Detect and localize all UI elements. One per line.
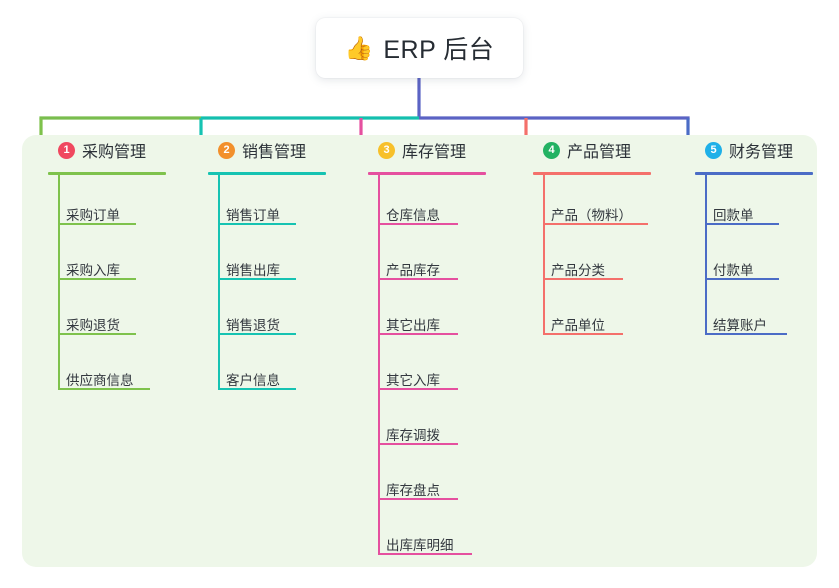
leaf-label[interactable]: 库存调拨 <box>386 428 440 443</box>
leaf-underline <box>543 223 648 225</box>
leaf-label[interactable]: 供应商信息 <box>66 373 134 388</box>
leaf-connector <box>378 443 380 498</box>
branch-underline <box>48 172 166 175</box>
branch-header-2[interactable]: 2 销售管理 <box>200 135 326 175</box>
branch-column-4: 4 产品管理产品（物料） 产品分类产品单位 <box>525 135 651 335</box>
leaf-connector <box>705 278 707 333</box>
branch-index-badge: 5 <box>705 141 722 159</box>
leaf-underline <box>705 333 787 335</box>
leaf-connector <box>58 173 60 223</box>
leaf-label[interactable]: 付款单 <box>713 263 754 278</box>
branch-header-5[interactable]: 5 财务管理 <box>687 135 813 175</box>
branch-header-row: 4 产品管理 <box>525 135 631 165</box>
branch-panel: 1 采购管理采购订单采购入库采购退货供应商信息 2 销售管理销售订单销售出库销售退货客… <box>22 135 817 567</box>
branch-column-2: 2 销售管理销售订单销售出库销售退货客户信息 <box>200 135 326 390</box>
leaf-label[interactable]: 采购退货 <box>66 318 120 333</box>
leaf-underline <box>378 498 458 500</box>
leaf-connector <box>378 278 380 333</box>
leaf-connector <box>705 173 707 223</box>
leaf-label[interactable]: 库存盘点 <box>386 483 440 498</box>
leaf-connector <box>58 223 60 278</box>
branch-underline <box>208 172 326 175</box>
leaf-underline <box>378 388 458 390</box>
leaf-label[interactable]: 其它出库 <box>386 318 440 333</box>
root-node[interactable]: 👍 ERP 后台 <box>316 18 523 78</box>
branch-header-row: 1 采购管理 <box>40 135 146 165</box>
leaf-underline <box>378 278 458 280</box>
branch-header-3[interactable]: 3 库存管理 <box>360 135 486 175</box>
leaf-underline <box>218 223 296 225</box>
leaf-connector <box>218 278 220 333</box>
leaf-underline <box>543 333 623 335</box>
leaf-connector <box>378 173 380 223</box>
branch-title: 库存管理 <box>402 144 467 161</box>
branch-column-1: 1 采购管理采购订单采购入库采购退货供应商信息 <box>40 135 166 390</box>
leaf-underline <box>705 223 779 225</box>
leaf-connector <box>378 223 380 278</box>
leaf-connector <box>705 223 707 278</box>
leaf-underline <box>705 278 779 280</box>
leaf-underline <box>378 223 458 225</box>
leaf-label[interactable]: 采购订单 <box>66 208 120 223</box>
leaf-label[interactable]: 产品单位 <box>551 318 605 333</box>
leaf-connector <box>218 223 220 278</box>
leaf-underline <box>543 278 623 280</box>
branch-title: 产品管理 <box>567 144 632 161</box>
branch-title: 销售管理 <box>242 144 307 161</box>
branch-index-badge: 2 <box>218 141 235 159</box>
leaf-underline <box>58 278 136 280</box>
leaf-label[interactable]: 仓库信息 <box>386 208 440 223</box>
branch-title: 采购管理 <box>82 144 147 161</box>
leaf-label[interactable]: 结算账户 <box>713 318 767 333</box>
branch-index-badge: 3 <box>378 141 395 159</box>
leaf-underline <box>58 333 136 335</box>
leaf-underline <box>378 333 458 335</box>
branch-underline <box>695 172 813 175</box>
leaf-label[interactable]: 采购入库 <box>66 263 120 278</box>
branch-column-3: 3 库存管理仓库信息产品库存其它出库其它入库库存调拨库存盘点出库库明细 <box>360 135 486 555</box>
branch-index-badge: 1 <box>58 141 75 159</box>
leaf-label[interactable]: 销售退货 <box>226 318 280 333</box>
branch-header-row: 5 财务管理 <box>687 135 793 165</box>
leaf-label[interactable]: 产品库存 <box>386 263 440 278</box>
branch-header-1[interactable]: 1 采购管理 <box>40 135 166 175</box>
leaf-connector <box>58 278 60 333</box>
branch-underline <box>368 172 486 175</box>
branch-title: 财务管理 <box>729 144 794 161</box>
branch-header-4[interactable]: 4 产品管理 <box>525 135 651 175</box>
leaf-connector <box>543 173 545 223</box>
leaf-underline <box>218 333 296 335</box>
branch-header-row: 3 库存管理 <box>360 135 466 165</box>
leaf-underline <box>378 443 458 445</box>
branch-underline <box>533 172 651 175</box>
branch-header-row: 2 销售管理 <box>200 135 306 165</box>
leaf-label[interactable]: 出库库明细 <box>386 538 454 553</box>
leaf-connector <box>378 333 380 388</box>
leaf-underline <box>218 278 296 280</box>
leaf-connector <box>218 173 220 223</box>
leaf-connector <box>378 498 380 553</box>
leaf-label[interactable]: 销售订单 <box>226 208 280 223</box>
leaf-label[interactable]: 回款单 <box>713 208 754 223</box>
leaf-underline <box>58 388 150 390</box>
leaf-connector <box>378 388 380 443</box>
leaf-label[interactable]: 客户信息 <box>226 373 280 388</box>
leaf-label[interactable]: 其它入库 <box>386 373 440 388</box>
leaf-label[interactable]: 销售出库 <box>226 263 280 278</box>
branch-index-badge: 4 <box>543 141 560 159</box>
leaf-label[interactable]: 产品分类 <box>551 263 605 278</box>
leaf-connector <box>58 333 60 388</box>
thumbs-up-icon: 👍 <box>344 34 374 61</box>
root-title: ERP 后台 <box>383 36 495 64</box>
leaf-connector <box>218 333 220 388</box>
leaf-label[interactable]: 产品（物料） <box>551 208 632 223</box>
leaf-underline <box>378 553 472 555</box>
leaf-underline <box>218 388 296 390</box>
branch-column-5: 5 财务管理回款单付款单结算账户 <box>687 135 813 335</box>
leaf-underline <box>58 223 136 225</box>
leaf-connector <box>543 278 545 333</box>
leaf-connector <box>543 223 545 278</box>
